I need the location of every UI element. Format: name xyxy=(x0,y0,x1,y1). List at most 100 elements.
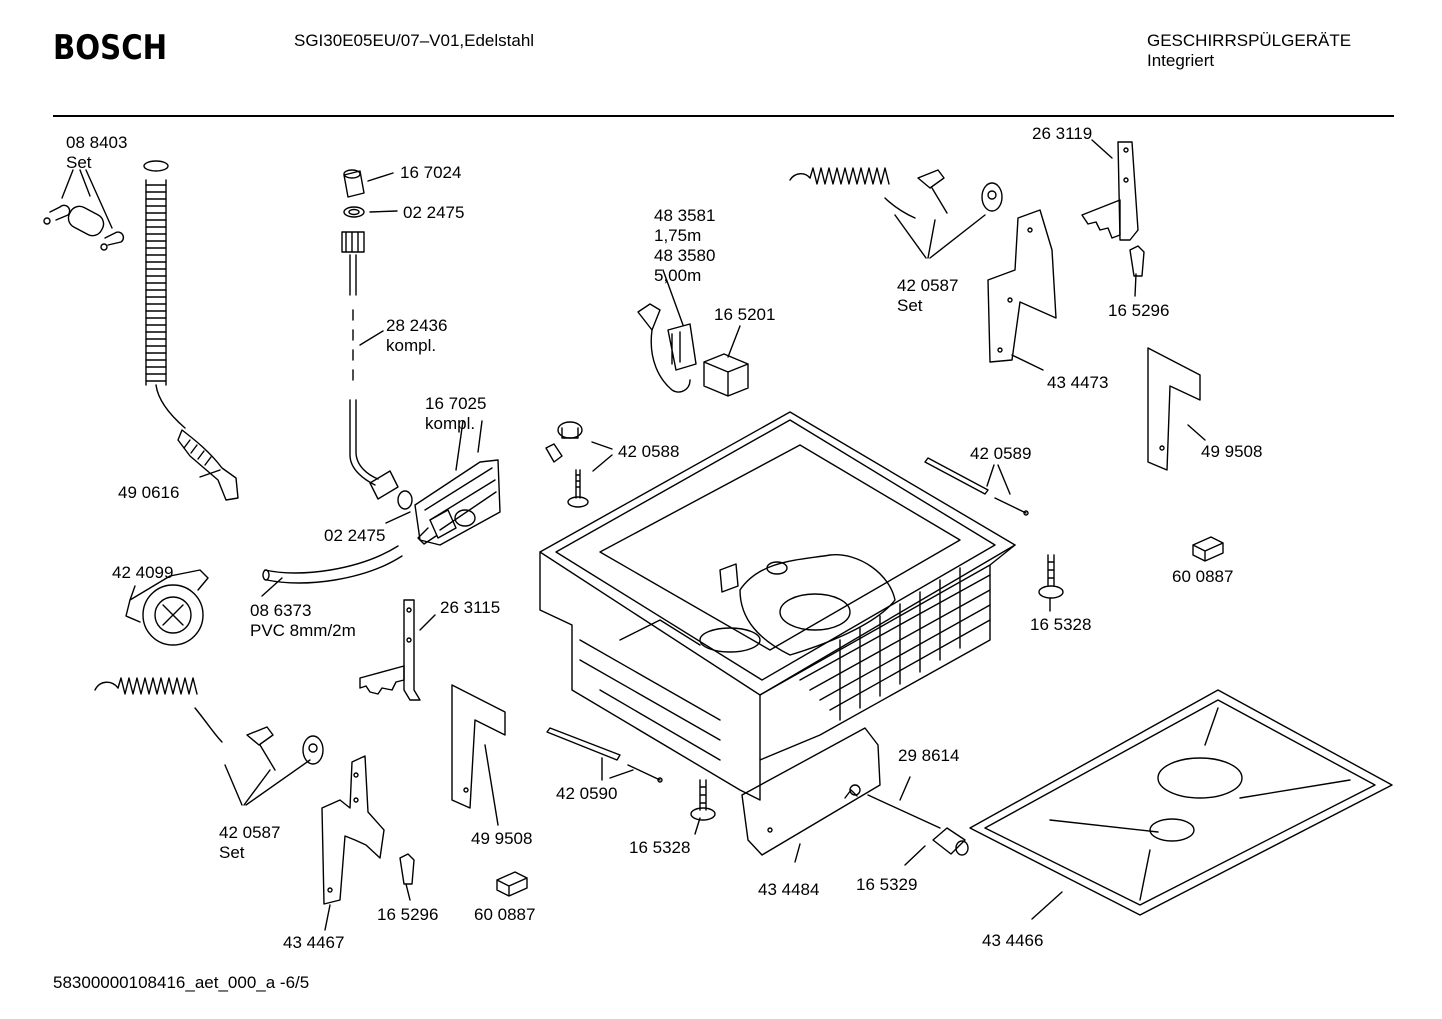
part-label: 43 4473 xyxy=(1047,373,1108,393)
part-label: 43 4484 xyxy=(758,880,819,900)
part-note: Set xyxy=(219,843,245,862)
part-number: 42 0587 xyxy=(897,276,959,295)
part-number: 42 0588 xyxy=(618,442,680,461)
part-number: 42 4099 xyxy=(112,563,174,582)
part-label: 60 0887 xyxy=(1172,567,1233,587)
part-label: 49 9508 xyxy=(1201,442,1262,462)
part-number: 43 4466 xyxy=(982,931,1044,950)
insulation-right xyxy=(1147,347,1201,471)
part-number: 49 9508 xyxy=(471,829,533,848)
part-label: 08 8403 Set xyxy=(66,133,127,173)
part-label: 49 9508 xyxy=(471,829,532,849)
part-label: 42 0589 xyxy=(970,444,1031,464)
part-number: 16 7024 xyxy=(400,163,462,182)
part-number: 43 4473 xyxy=(1047,373,1109,392)
document-id: 58300000108416_aet_000_a -6/5 xyxy=(53,973,310,992)
part-label: 16 5328 xyxy=(629,838,690,858)
part-label: 42 0588 xyxy=(618,442,679,462)
leader-lines xyxy=(61,139,1206,931)
part-number: 16 5329 xyxy=(856,875,918,894)
part-label: 16 5329 xyxy=(856,875,917,895)
part-label: 42 0587 Set xyxy=(219,823,280,863)
part-label: 42 0587 Set xyxy=(897,276,958,316)
pvc-tube-part xyxy=(262,545,403,584)
kick-plate-part xyxy=(741,727,969,856)
part-number: 60 0887 xyxy=(474,905,536,924)
part-label: 43 4466 xyxy=(982,931,1043,951)
part-label: 42 0590 xyxy=(556,784,617,804)
clip-right xyxy=(1129,245,1145,277)
pad-right xyxy=(1192,536,1224,562)
part-label: 16 7024 xyxy=(400,163,461,183)
mount-bracket-right xyxy=(987,209,1057,363)
cable-plug-part xyxy=(637,303,749,397)
part-number: 16 7025 xyxy=(425,394,487,413)
part-label: 60 0887 xyxy=(474,905,535,925)
part-note: 1,75m xyxy=(654,226,702,245)
part-label: 16 5296 xyxy=(377,905,438,925)
part-label: 08 6373 PVC 8mm/2m xyxy=(250,601,356,641)
hinge-bracket-left xyxy=(359,599,421,701)
rail-right xyxy=(924,457,1029,516)
part-label: 26 3115 xyxy=(440,598,500,618)
part-number: 16 5328 xyxy=(1030,615,1092,634)
product-category: GESCHIRRSPÜLGERÄTE Integriert xyxy=(1147,31,1351,71)
foot-part xyxy=(545,421,589,508)
part-number: 16 5296 xyxy=(1108,301,1170,320)
clip-left xyxy=(399,853,415,885)
foot-lower xyxy=(690,779,716,821)
header-divider xyxy=(53,115,1394,117)
valve-block-part xyxy=(414,459,501,546)
part-number: 26 3115 xyxy=(440,598,501,617)
hinge-bracket-right xyxy=(1081,141,1139,241)
part-label: 16 7025 kompl. xyxy=(425,394,486,434)
part-note: kompl. xyxy=(386,336,437,355)
part-note: Set xyxy=(66,153,92,172)
drain-hose-part xyxy=(143,160,239,501)
base-tub-part xyxy=(539,411,1016,801)
part-label: 28 2436 kompl. xyxy=(386,316,447,356)
pump-part xyxy=(125,569,209,646)
part-note: Set xyxy=(897,296,923,315)
part-number: 43 4467 xyxy=(283,933,345,952)
part-label: 02 2475 xyxy=(403,203,464,223)
part-number: 02 2475 xyxy=(324,526,386,545)
base-plate-part xyxy=(969,689,1393,916)
rail-left xyxy=(546,727,663,783)
part-label: 16 5201 xyxy=(714,305,775,325)
part-number: 42 0589 xyxy=(970,444,1032,463)
part-note: 5,00m xyxy=(654,266,702,285)
part-number: 48 3580 xyxy=(654,246,716,265)
inlet-hose-part xyxy=(341,169,413,510)
part-label: 02 2475 xyxy=(324,526,385,546)
spring-set-right xyxy=(789,167,1003,219)
part-label: 16 5296 xyxy=(1108,301,1169,321)
part-label: 48 3581 1,75m 48 3580 5,00m xyxy=(654,206,715,286)
part-label: 49 0616 xyxy=(118,483,179,503)
part-number: 48 3581 xyxy=(654,206,716,225)
part-number: 16 5296 xyxy=(377,905,439,924)
part-number: 16 5201 xyxy=(714,305,776,324)
model-number: SGI30E05EU/07–V01,Edelstahl xyxy=(294,31,535,50)
part-number: 49 0616 xyxy=(118,483,180,502)
mount-bracket-left xyxy=(321,755,385,905)
foot-right xyxy=(1038,554,1064,599)
part-number: 49 9508 xyxy=(1201,442,1263,461)
category-title: GESCHIRRSPÜLGERÄTE xyxy=(1147,31,1352,50)
part-label: 16 5328 xyxy=(1030,615,1091,635)
part-number: 26 3119 xyxy=(1032,124,1093,143)
brand-logo: BOSCH xyxy=(53,28,168,68)
part-label: 26 3119 xyxy=(1032,124,1092,144)
part-number: 60 0887 xyxy=(1172,567,1234,586)
insulation-left xyxy=(451,684,506,809)
part-number: 29 8614 xyxy=(898,746,960,765)
clamp-set-part xyxy=(43,204,125,251)
part-number: 08 6373 xyxy=(250,601,312,620)
pad-left xyxy=(496,871,528,897)
category-subtitle: Integriert xyxy=(1147,51,1215,70)
part-number: 08 8403 xyxy=(66,133,128,152)
part-number: 42 0587 xyxy=(219,823,281,842)
part-label: 43 4467 xyxy=(283,933,344,953)
part-note: PVC 8mm/2m xyxy=(250,621,356,640)
part-number: 28 2436 xyxy=(386,316,448,335)
